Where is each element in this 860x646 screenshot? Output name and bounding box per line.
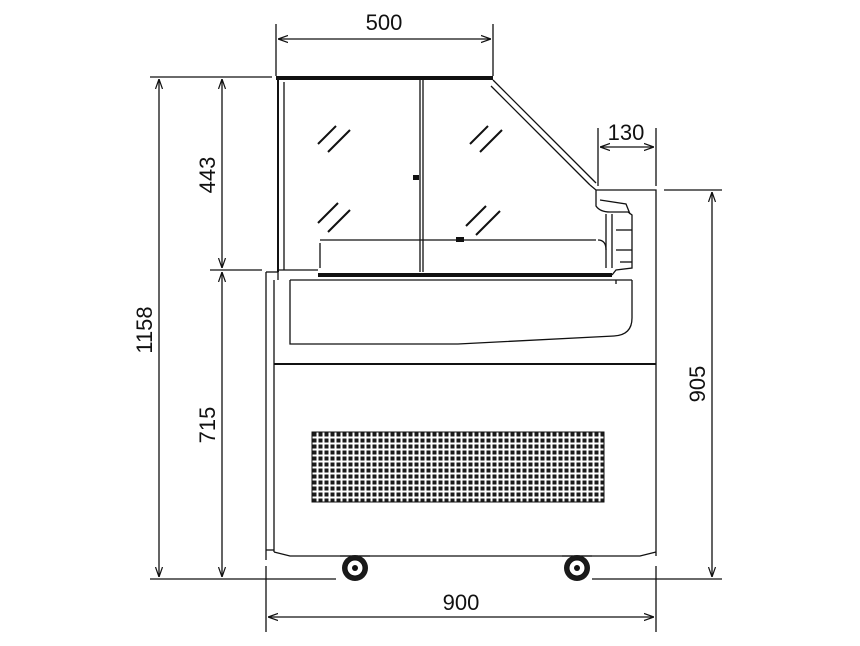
dimension-glass-width: 500 — [275, 10, 494, 76]
dimension-label-715: 715 — [195, 407, 220, 444]
dimension-counter-height: 905 — [592, 189, 722, 580]
ventilation-grill — [311, 431, 605, 503]
glass-enclosure — [276, 76, 657, 556]
display-tray — [265, 271, 656, 552]
dimension-label-443: 443 — [195, 157, 220, 194]
dimension-shelf-depth: 130 — [597, 120, 657, 186]
front-service-shelf — [595, 190, 633, 276]
dimension-label-500: 500 — [366, 10, 403, 35]
dimension-label-905: 905 — [685, 366, 710, 403]
display-case — [265, 76, 657, 581]
base-cabinet — [265, 549, 657, 560]
dimension-label-130: 130 — [608, 120, 645, 145]
glass-reflection-marks — [317, 125, 503, 236]
dimension-base-height: 715 — [195, 272, 222, 577]
dimension-glass-height: 443 — [195, 79, 262, 271]
caster-wheel-right — [562, 555, 592, 581]
dimension-total-width: 900 — [265, 566, 657, 632]
dimension-total-height: 1158 — [132, 76, 336, 580]
dimension-label-1158: 1158 — [132, 306, 157, 353]
caster-wheel-left — [340, 555, 370, 581]
dimension-label-900: 900 — [443, 590, 480, 615]
